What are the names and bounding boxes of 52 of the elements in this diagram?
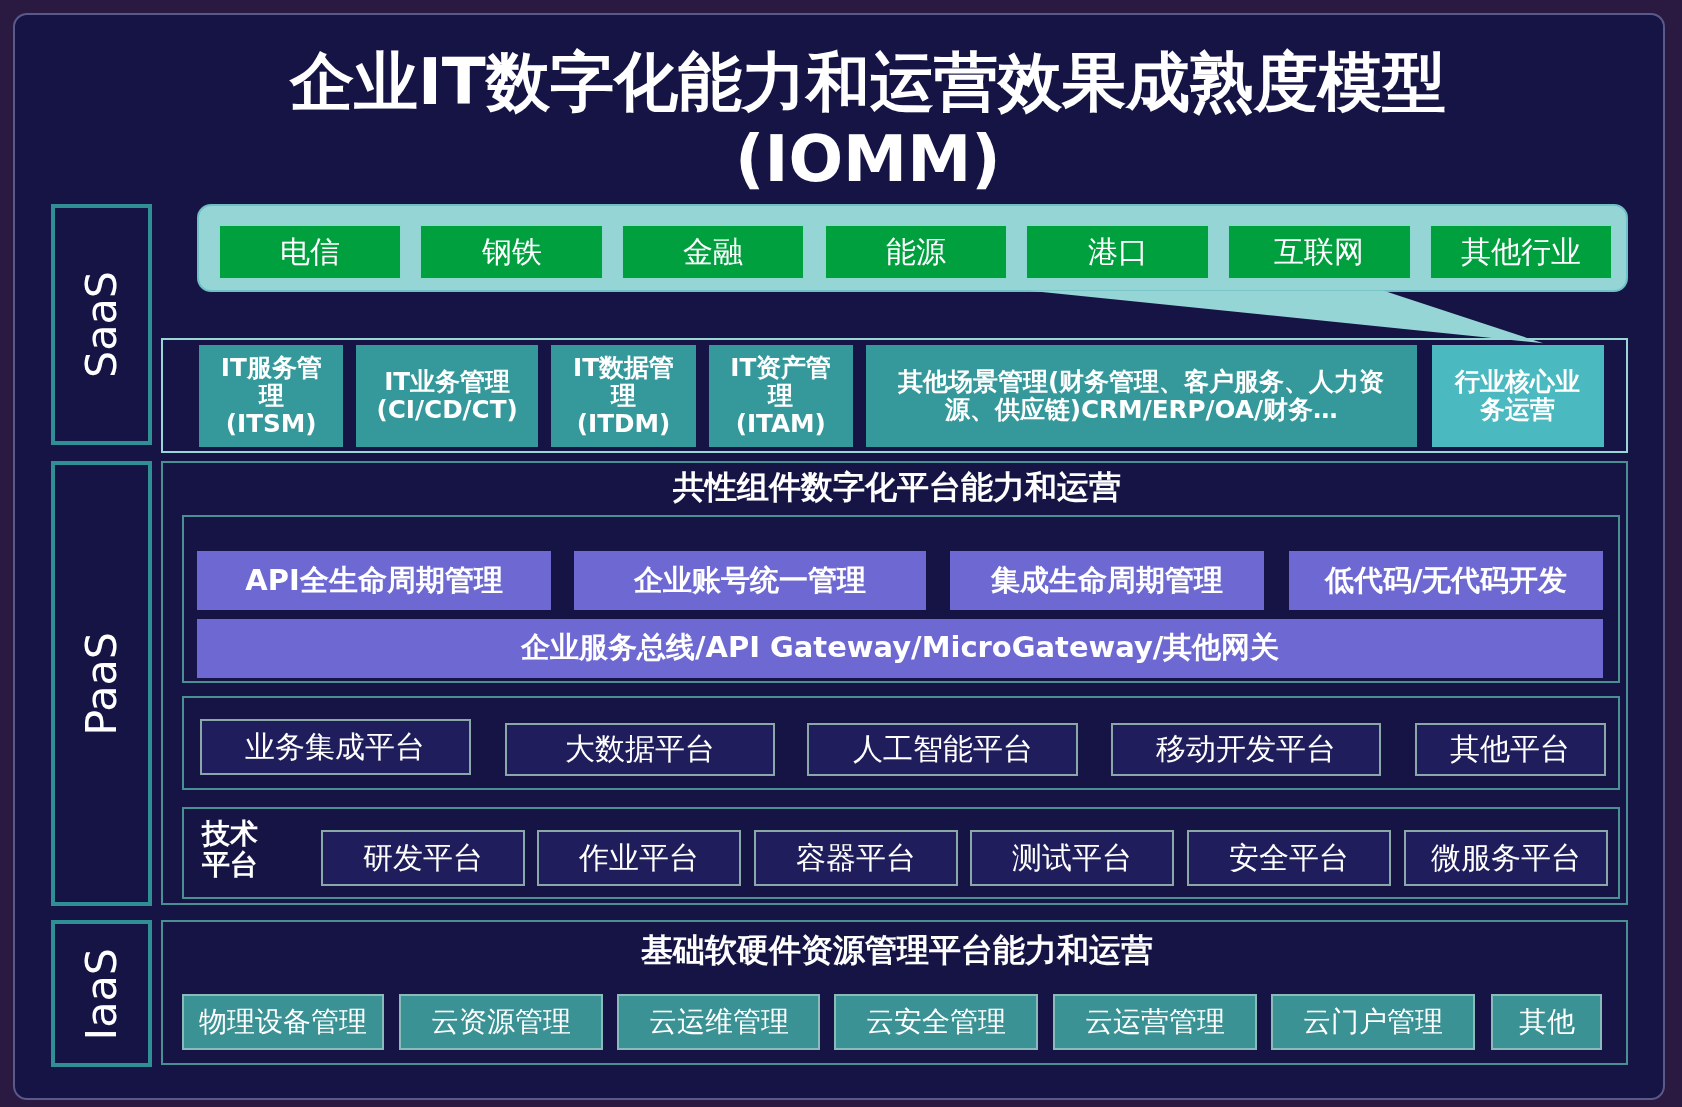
layer-name: SaaS [77, 270, 127, 378]
capability-box: 低代码/无代码开发 [1289, 551, 1604, 611]
platform-box: 微服务平台 [1403, 829, 1608, 886]
industry-box: 港口 [1025, 224, 1210, 280]
panel-heading: 基础软硬件资源管理平台能力和运营 [639, 933, 1154, 969]
capability-box: API全生命周期管理 [197, 551, 552, 611]
section-panel [182, 696, 1620, 791]
module-box: IT业务管理(CI/CD/CT) [355, 345, 539, 448]
module-box: 其他场景管理(财务管理、客户服务、人力资源、供应链)CRM/ERP/OA/财务… [865, 345, 1417, 448]
capability-box: 企业账号统一管理 [573, 551, 927, 611]
platform-box: 安全平台 [1187, 829, 1391, 886]
capability-box: 企业服务总线/API Gateway/MicroGateway/其他网关 [197, 618, 1604, 678]
layer-name: PaaS [77, 631, 127, 736]
module-box: IT数据管理(ITDM) [551, 345, 696, 448]
platform-box: 业务集成平台 [200, 719, 471, 776]
platform-box: 其他平台 [1414, 722, 1606, 777]
resource-box: 云门户管理 [1271, 994, 1475, 1050]
resource-box: 云运维管理 [616, 994, 821, 1050]
layer-panel [160, 920, 1629, 1066]
resource-box: 物理设备管理 [182, 994, 384, 1050]
section-panel [182, 806, 1620, 899]
panel-heading: 技术平台 [200, 819, 260, 881]
platform-box: 容器平台 [753, 829, 958, 886]
layer-panel [160, 337, 1629, 453]
title: 企业IT数字化能力和运营效果成熟度模型(IOMM) [288, 42, 1447, 198]
section-panel [182, 514, 1620, 684]
module-box: IT服务管理(ITSM) [199, 345, 344, 448]
resource-box: 云资源管理 [398, 994, 603, 1050]
platform-box: 人工智能平台 [807, 722, 1078, 777]
resource-box: 其他 [1490, 994, 1603, 1050]
panel-heading: 共性组件数字化平台能力和运营 [671, 469, 1122, 506]
module-box: IT资产管理(ITAM) [708, 345, 853, 448]
platform-box: 移动开发平台 [1111, 722, 1382, 777]
platform-box: 研发平台 [321, 829, 526, 886]
industry-box: 钢铁 [419, 224, 604, 280]
industry-box: 能源 [823, 224, 1009, 280]
platform-box: 测试平台 [970, 829, 1175, 886]
platform-box: 作业平台 [537, 829, 741, 886]
industry-box: 金融 [620, 224, 806, 280]
layer-panel [160, 461, 1629, 906]
layer-box [51, 920, 153, 1068]
platform-box: 大数据平台 [504, 722, 776, 777]
industry-box: 互联网 [1227, 224, 1412, 280]
industry-box: 其他行业 [1428, 224, 1614, 280]
layer-box [51, 461, 153, 907]
layer-box [51, 203, 153, 446]
layer-name: IaaS [77, 947, 127, 1041]
capability-box: 集成生命周期管理 [950, 551, 1265, 611]
module-box: 行业核心业务运营 [1431, 345, 1604, 448]
industry-box: 电信 [217, 224, 403, 280]
resource-box: 云安全管理 [834, 994, 1039, 1050]
resource-box: 云运营管理 [1053, 994, 1258, 1050]
